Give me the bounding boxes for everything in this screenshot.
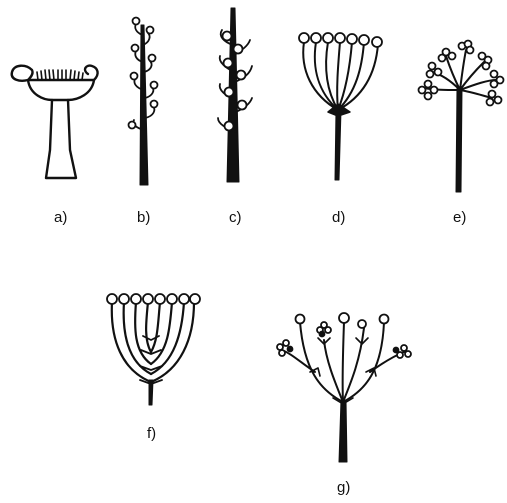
- panel-d-drawing: [299, 33, 382, 180]
- panel-d-label: d): [332, 209, 345, 226]
- panel-a-drawing: [12, 66, 98, 178]
- panel-b-drawing: [129, 18, 158, 186]
- panel-b-label: b): [137, 209, 150, 226]
- panel-e-drawing: [419, 41, 504, 193]
- panel-c-drawing: [218, 8, 252, 182]
- panel-e-label: e): [453, 209, 466, 226]
- panel-f-label: f): [147, 425, 156, 442]
- panel-a-label: a): [54, 209, 67, 226]
- panel-g-label: g): [337, 479, 350, 496]
- panel-f-drawing: [107, 294, 200, 405]
- panel-g-drawing: [277, 313, 411, 462]
- panel-c-label: c): [229, 209, 242, 226]
